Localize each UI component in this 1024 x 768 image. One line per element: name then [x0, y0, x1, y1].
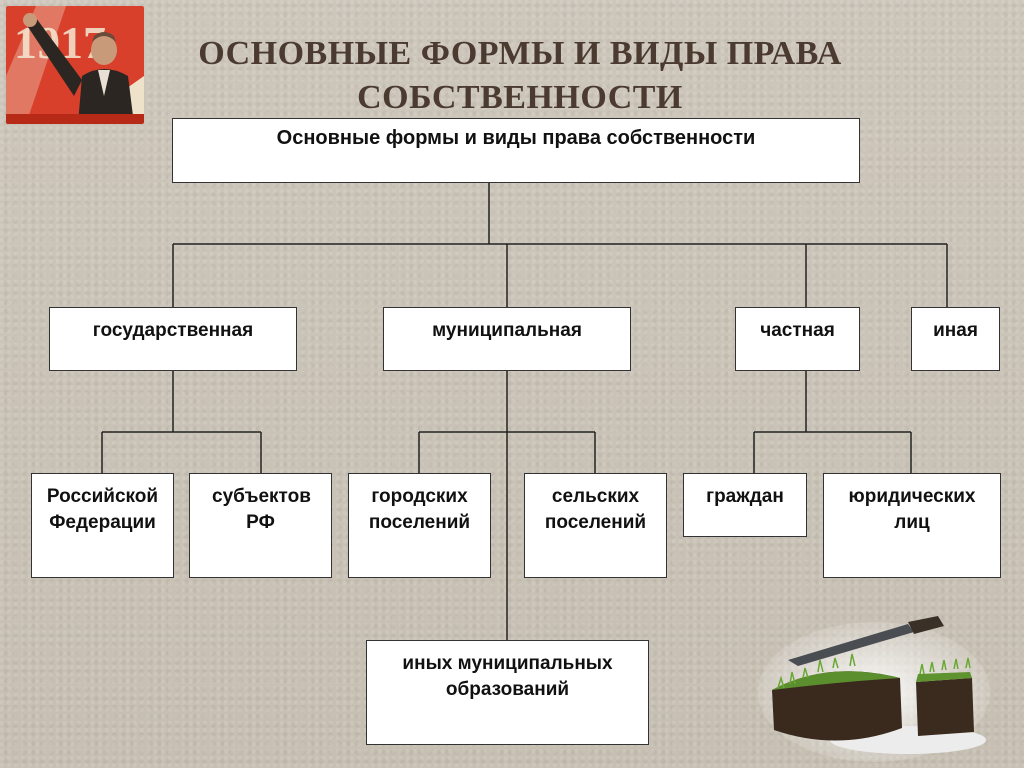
form-node-state: государственная: [49, 307, 297, 371]
form-node-other: иная: [911, 307, 1000, 371]
kind-node-russian-federation: Российской Федерации: [31, 473, 174, 578]
kind-node-other-municipal: иных муниципальных образований: [366, 640, 649, 745]
slide-title: ОСНОВНЫЕ ФОРМЫ И ВИДЫ ПРАВА СОБСТВЕННОСТ…: [198, 35, 842, 116]
soil-cake-photo: [758, 612, 990, 762]
kind-node-rf-subjects: субъектов РФ: [189, 473, 332, 578]
revolution-poster-image: 1917: [6, 6, 144, 124]
kind-node-urban-settlements: городских поселений: [348, 473, 491, 578]
kind-node-rural-settlements: сельских поселений: [524, 473, 667, 578]
kind-node-legal-entities: юридических лиц: [823, 473, 1001, 578]
form-node-municipal: муниципальная: [383, 307, 631, 371]
kind-node-citizens: граждан: [683, 473, 807, 537]
root-node: Основные формы и виды права собственност…: [172, 118, 860, 183]
form-node-private: частная: [735, 307, 860, 371]
